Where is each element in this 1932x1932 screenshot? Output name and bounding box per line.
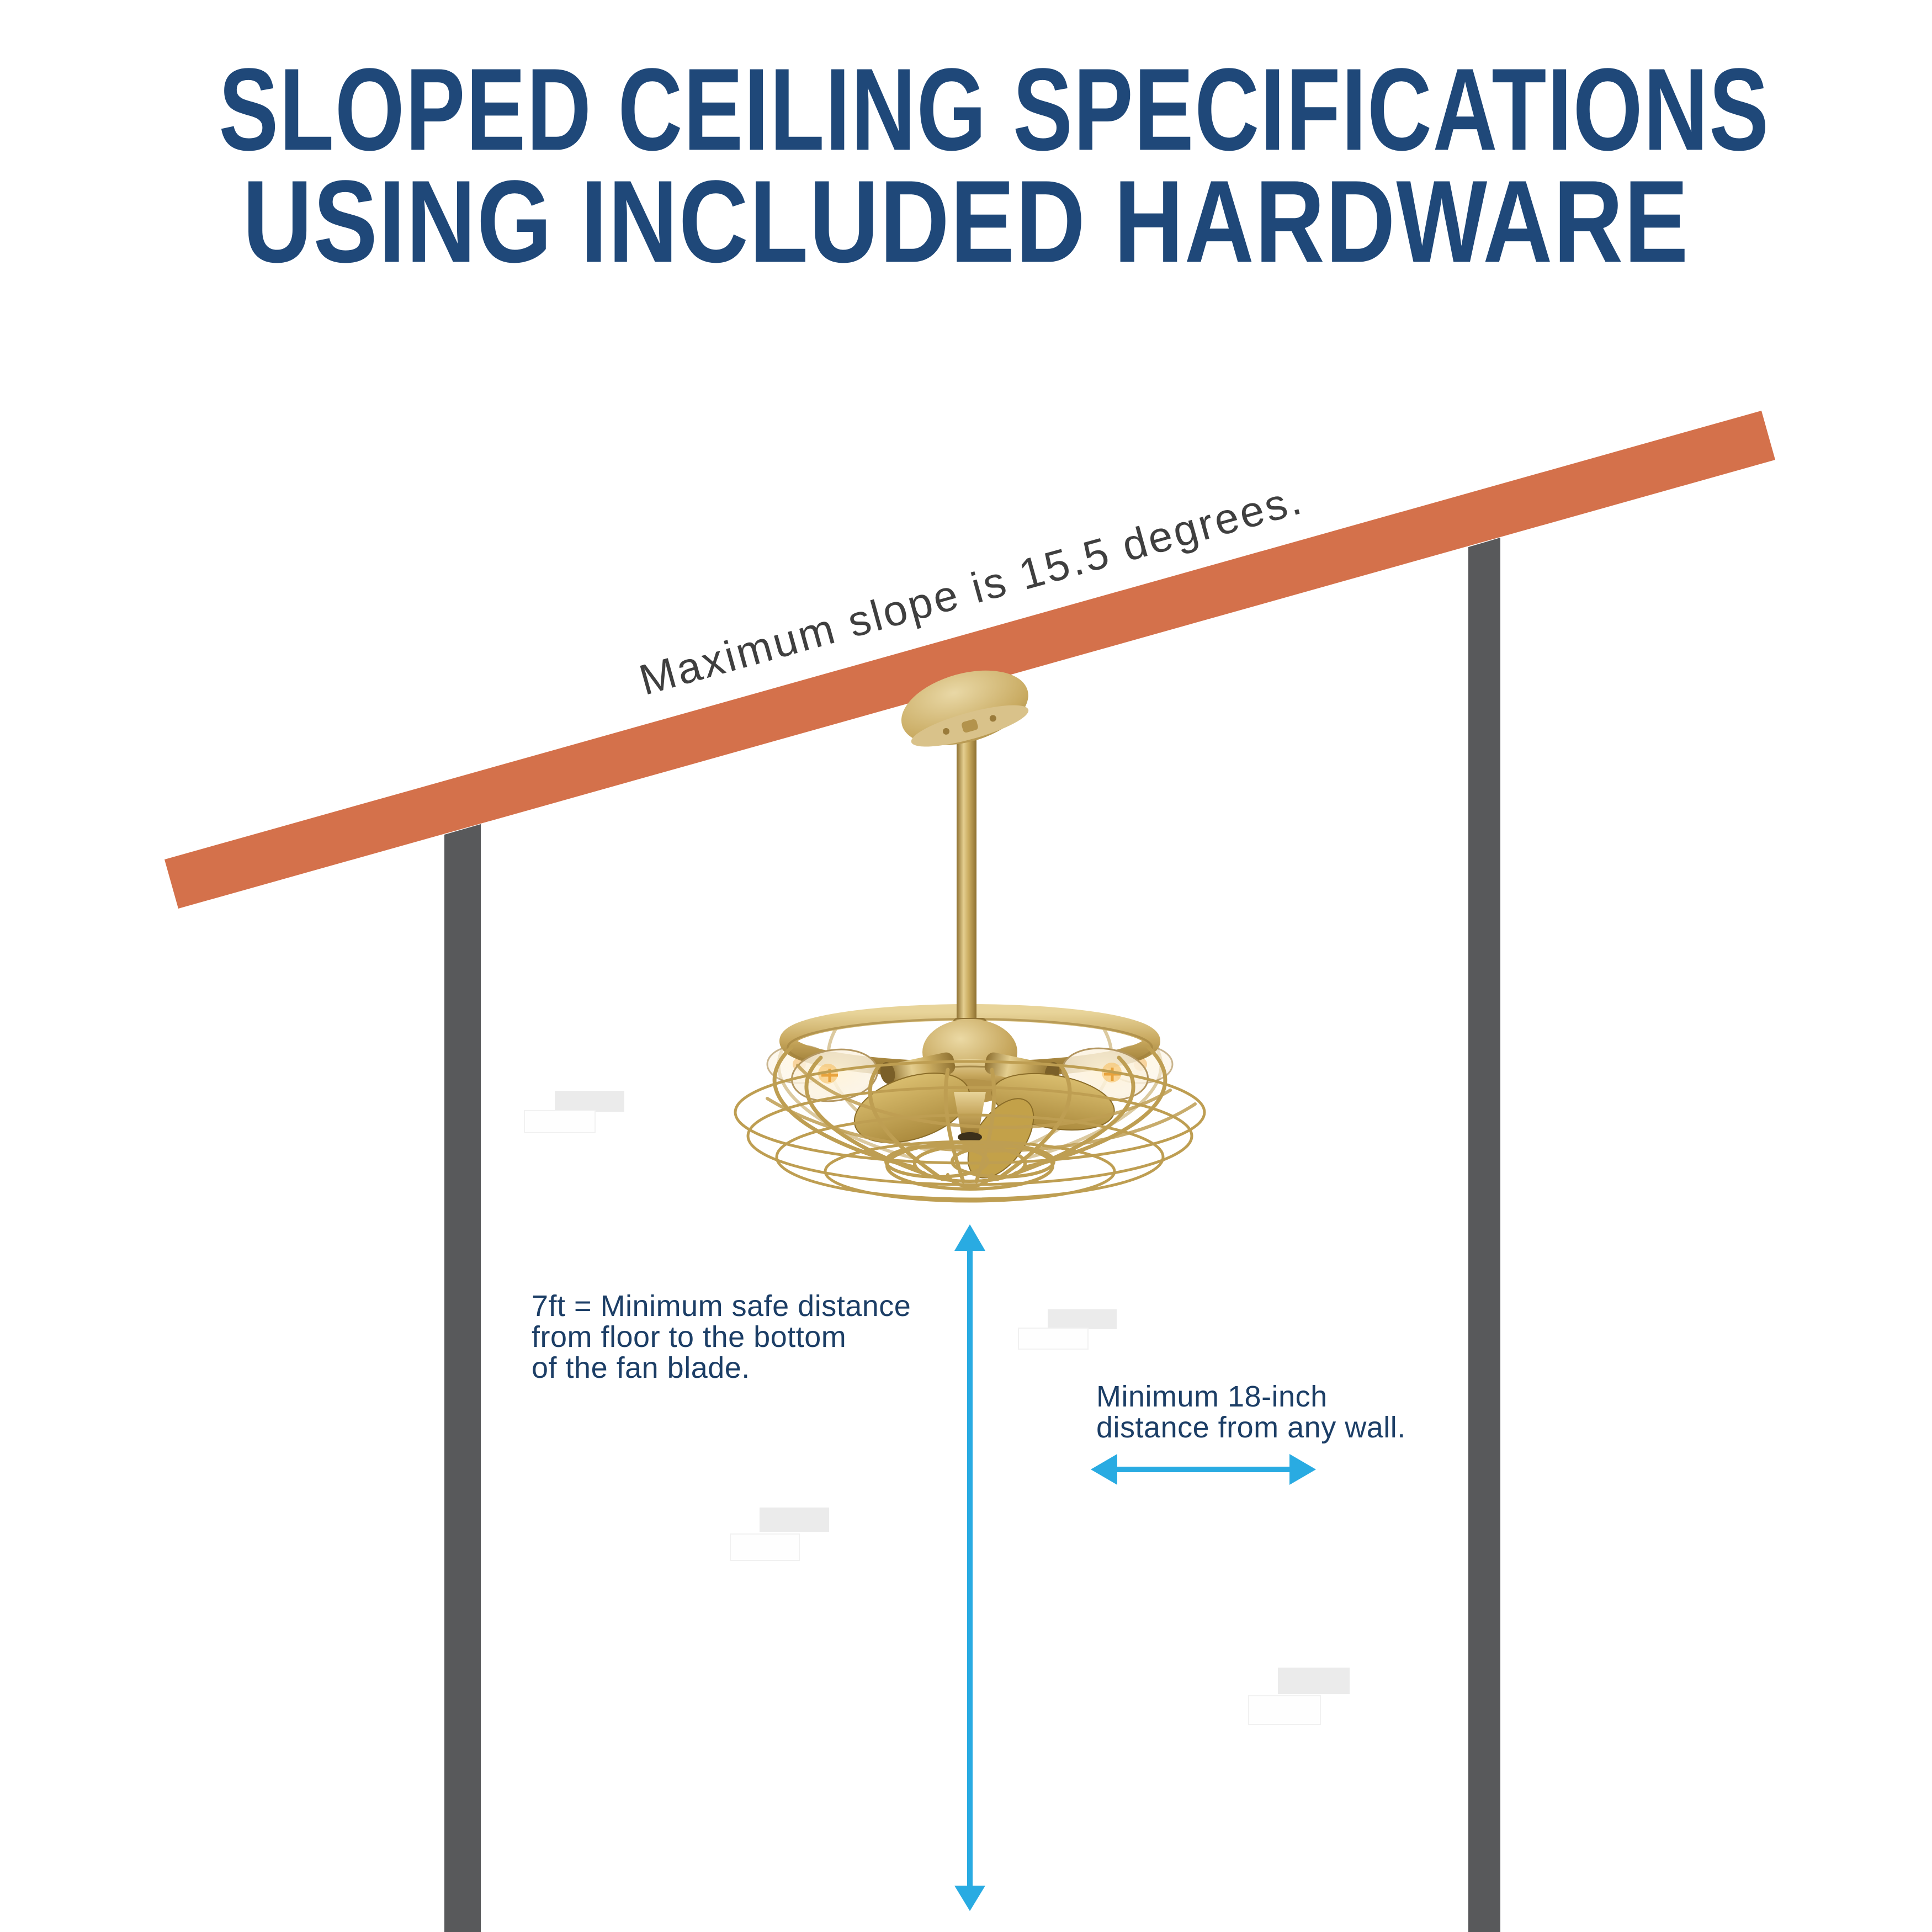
wall-distance-label: Minimum 18-inch distance from any wall. bbox=[1096, 1381, 1406, 1443]
ceiling-fan-illustration bbox=[734, 670, 1206, 1203]
left-wall bbox=[444, 824, 481, 1932]
arrow-down-head bbox=[954, 1886, 985, 1911]
sloped-ceiling-beam bbox=[164, 411, 1775, 909]
fan-cage-front-wires bbox=[766, 1045, 1197, 1183]
floor-clearance-line-3: of the fan blade. bbox=[532, 1351, 750, 1384]
floor-clearance-line-2: from floor to the bottom bbox=[532, 1320, 847, 1354]
watermark-patch-1 bbox=[524, 1091, 624, 1133]
fan-downrod bbox=[957, 716, 976, 1031]
floor-clearance-label: 7ft = Minimum safe distance from floor t… bbox=[532, 1291, 911, 1383]
wall-distance-line-2: distance from any wall. bbox=[1096, 1411, 1406, 1444]
wall-distance-line-1: Minimum 18-inch bbox=[1096, 1380, 1328, 1413]
canopy-screw bbox=[943, 728, 950, 735]
floor-clearance-line-1: 7ft = Minimum safe distance bbox=[532, 1289, 911, 1323]
title-line-1: SLOPED CEILING SPECIFICATIONS bbox=[219, 44, 1770, 176]
wall-distance-arrow bbox=[1091, 1454, 1316, 1485]
fan-cage-rings bbox=[734, 1060, 1206, 1203]
vertical-clearance-arrow bbox=[954, 1224, 985, 1911]
bulb-socket-left bbox=[880, 1052, 956, 1085]
watermark-patch-2 bbox=[1018, 1309, 1117, 1350]
right-wall bbox=[1468, 538, 1500, 1932]
fan-cage-bottom-guard bbox=[884, 1141, 1055, 1191]
arrow-left-head bbox=[1091, 1454, 1117, 1485]
fan-canopy bbox=[901, 670, 1029, 747]
arrow-up-head bbox=[954, 1224, 985, 1251]
arrow-right-head bbox=[1289, 1454, 1316, 1485]
canopy-screw bbox=[989, 715, 996, 722]
watermark-patch-4 bbox=[1248, 1668, 1350, 1725]
watermark-patch-3 bbox=[730, 1508, 829, 1561]
page-title: SLOPED CEILING SPECIFICATIONS USING INCL… bbox=[0, 44, 1932, 288]
title-line-2: USING INCLUDED HARDWARE bbox=[242, 156, 1690, 288]
